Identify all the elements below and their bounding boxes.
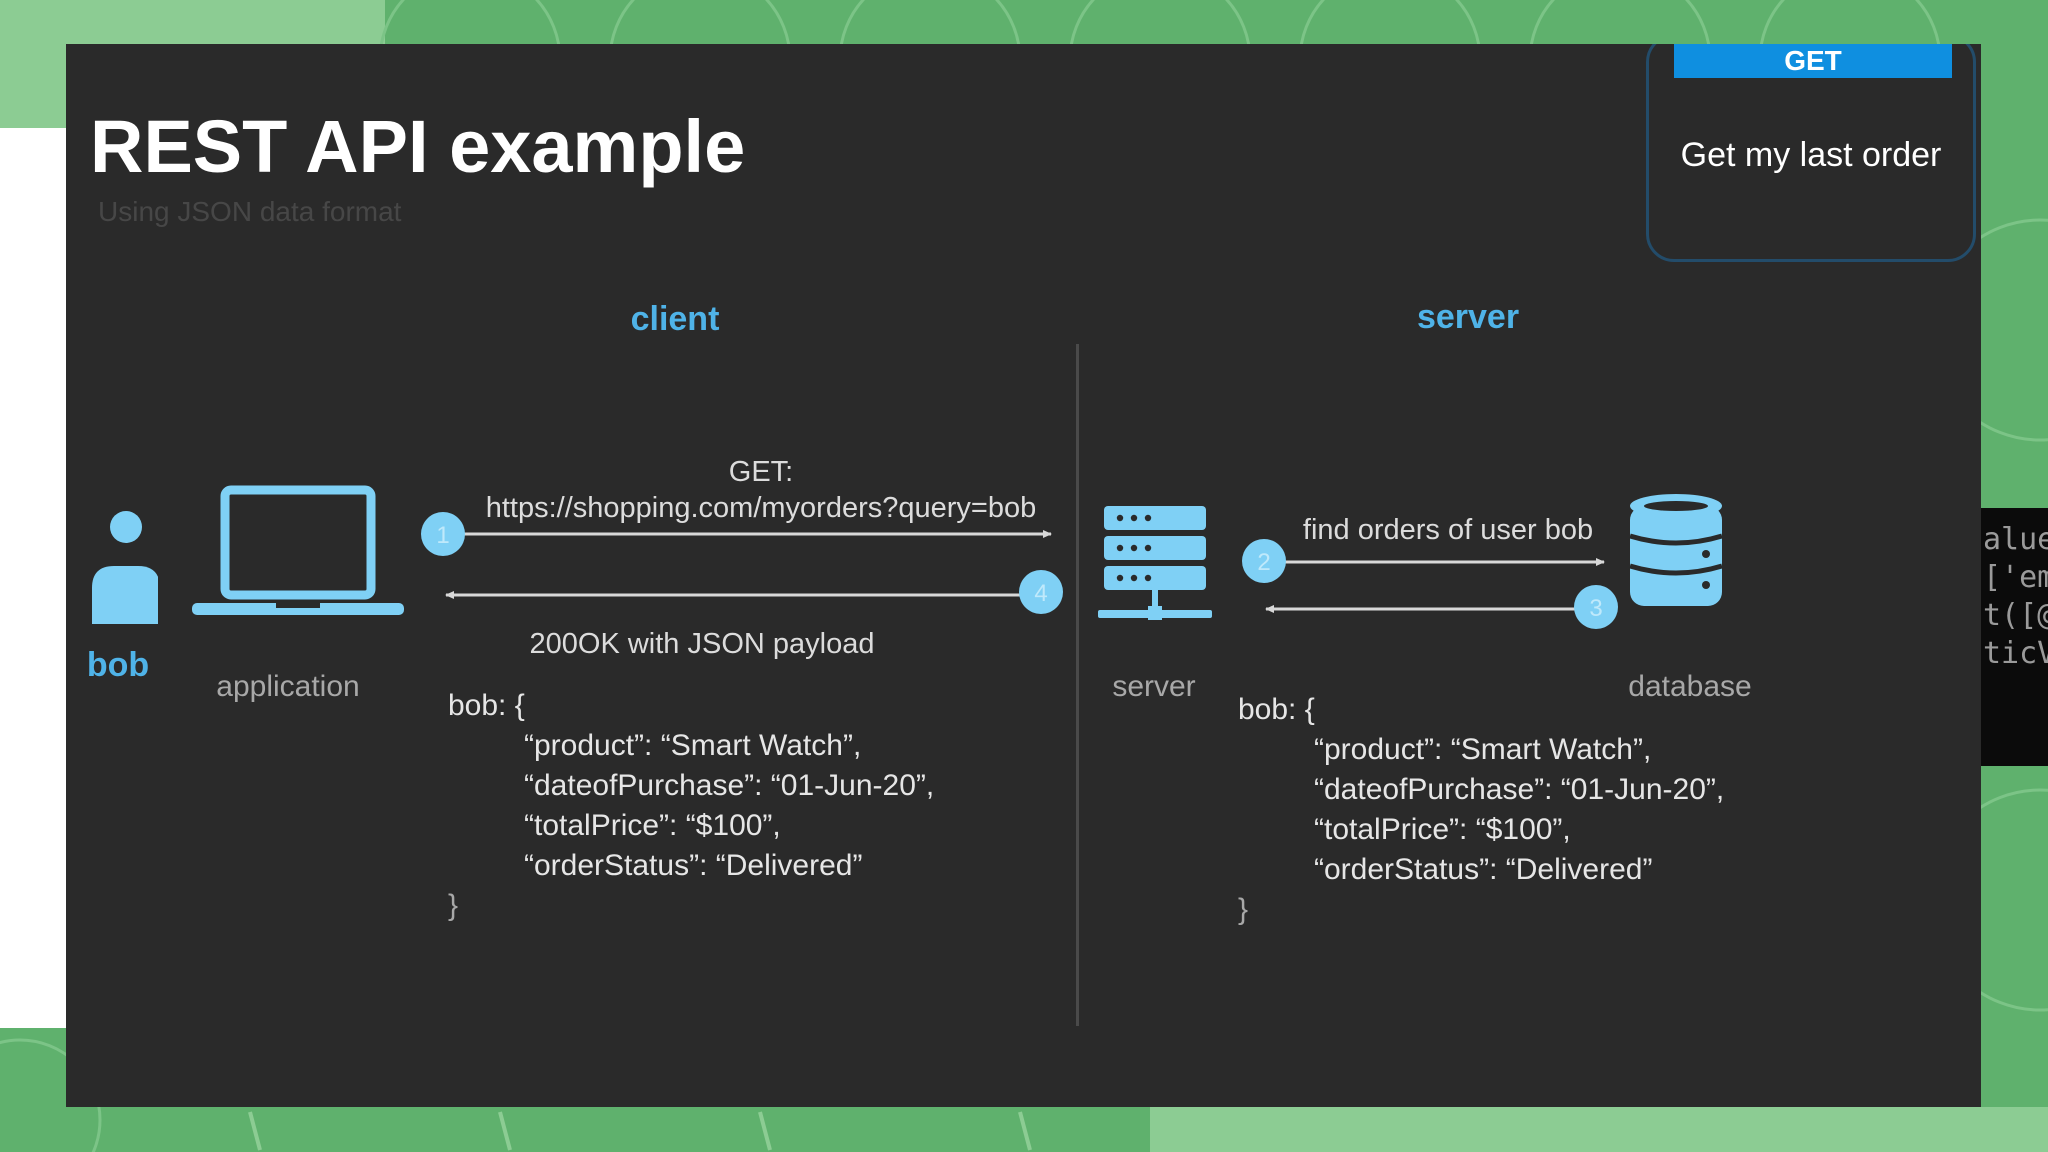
get-method-card <box>1646 44 1976 262</box>
step-number-2: 2 <box>1257 549 1270 576</box>
server-node-label: server <box>1112 670 1196 703</box>
client-server-divider <box>1076 344 1079 1026</box>
json-line: “totalPrice”: “$100”, <box>524 809 781 842</box>
json-line: “orderStatus”: “Delivered” <box>524 849 863 882</box>
json-close: } <box>1238 893 1249 926</box>
user-label: bob <box>86 646 150 684</box>
request-method-label: GET: <box>728 456 794 488</box>
step-badge-2 <box>1242 539 1286 583</box>
json-open: bob: { <box>448 689 525 722</box>
json-line: “dateofPurchase”: “01-Jun-20”, <box>524 769 935 802</box>
slide: REST API example Using JSON data format … <box>66 44 1981 1107</box>
slide-subtitle: Using JSON data format <box>98 196 402 227</box>
server-section-label: server <box>1416 298 1520 336</box>
server-icon <box>1098 506 1212 620</box>
get-method-bar: GET <box>1674 44 1952 78</box>
code-line: ['em <box>1983 560 2048 595</box>
code-line: t([@ <box>1983 598 2048 633</box>
json-close: } <box>448 889 459 922</box>
response-label: 200OK with JSON payload <box>529 628 875 660</box>
step-number-4: 4 <box>1034 580 1047 607</box>
code-editor-fragment: alue ['em t([@ ticV <box>1981 508 2048 766</box>
json-open: bob: { <box>1238 693 1315 726</box>
user-icon <box>92 511 158 624</box>
code-line: alue <box>1983 522 2048 557</box>
database-icon <box>1629 494 1723 606</box>
database-label: database <box>1628 670 1752 703</box>
get-method-description: Get my last order <box>1680 136 1942 174</box>
json-line: “product”: “Smart Watch”, <box>1314 733 1652 766</box>
laptop-icon <box>192 485 404 615</box>
step-number-3: 3 <box>1589 595 1602 622</box>
step-number-1: 1 <box>436 522 449 549</box>
step-badge-1 <box>421 512 465 556</box>
json-line: “product”: “Smart Watch”, <box>524 729 862 762</box>
server-json-payload: bob: { “product”: “Smart Watch”, “dateof… <box>1238 690 1724 930</box>
json-line: “totalPrice”: “$100”, <box>1314 813 1571 846</box>
flow-arrows: 1 2 3 4 <box>421 512 1618 629</box>
step-badge-3 <box>1574 585 1618 629</box>
json-line: “orderStatus”: “Delivered” <box>1314 853 1653 886</box>
client-json-payload: bob: { “product”: “Smart Watch”, “dateof… <box>448 686 934 926</box>
code-line: ticV <box>1983 636 2048 671</box>
client-section-label: client <box>630 300 720 338</box>
application-label: application <box>216 670 360 703</box>
slide-title: REST API example <box>90 105 746 188</box>
db-query-label: find orders of user bob <box>1302 514 1594 546</box>
json-line: “dateofPurchase”: “01-Jun-20”, <box>1314 773 1725 806</box>
request-url-label: https://shopping.com/myorders?query=bob <box>485 492 1037 524</box>
step-badge-4 <box>1019 570 1063 614</box>
